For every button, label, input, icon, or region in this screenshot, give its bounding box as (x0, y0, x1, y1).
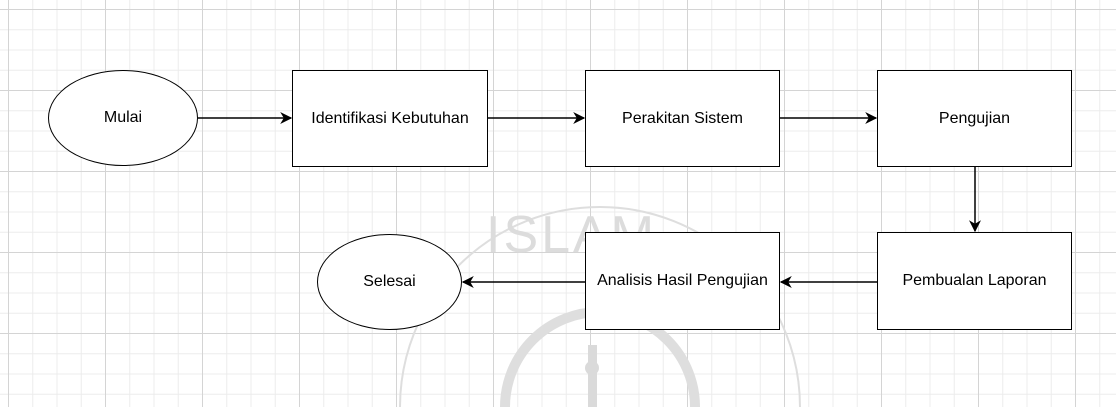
node-analisis-hasil-pengujian[interactable]: Analisis Hasil Pengujian (585, 232, 780, 330)
node-end-selesai[interactable]: Selesai (317, 234, 462, 330)
node-label: Pengujian (938, 109, 1011, 127)
node-label: Pembualan Laporan (902, 272, 1047, 289)
node-pengujian[interactable]: Pengujian (877, 70, 1072, 167)
node-label: Selesai (363, 273, 416, 290)
seal-pillar (588, 345, 597, 407)
node-label: Analisis Hasil Pengujian (597, 272, 768, 289)
node-pembualan-laporan[interactable]: Pembualan Laporan (877, 232, 1072, 330)
node-identifikasi-kebutuhan[interactable]: Identifikasi Kebutuhan (292, 70, 488, 167)
node-label: Mulai (103, 109, 143, 126)
node-start-mulai[interactable]: Mulai (48, 70, 198, 166)
seal-dot (585, 361, 599, 375)
node-perakitan-sistem[interactable]: Perakitan Sistem (585, 70, 780, 167)
node-label: Identifikasi Kebutuhan (311, 109, 469, 127)
node-label: Perakitan Sistem (622, 109, 743, 127)
